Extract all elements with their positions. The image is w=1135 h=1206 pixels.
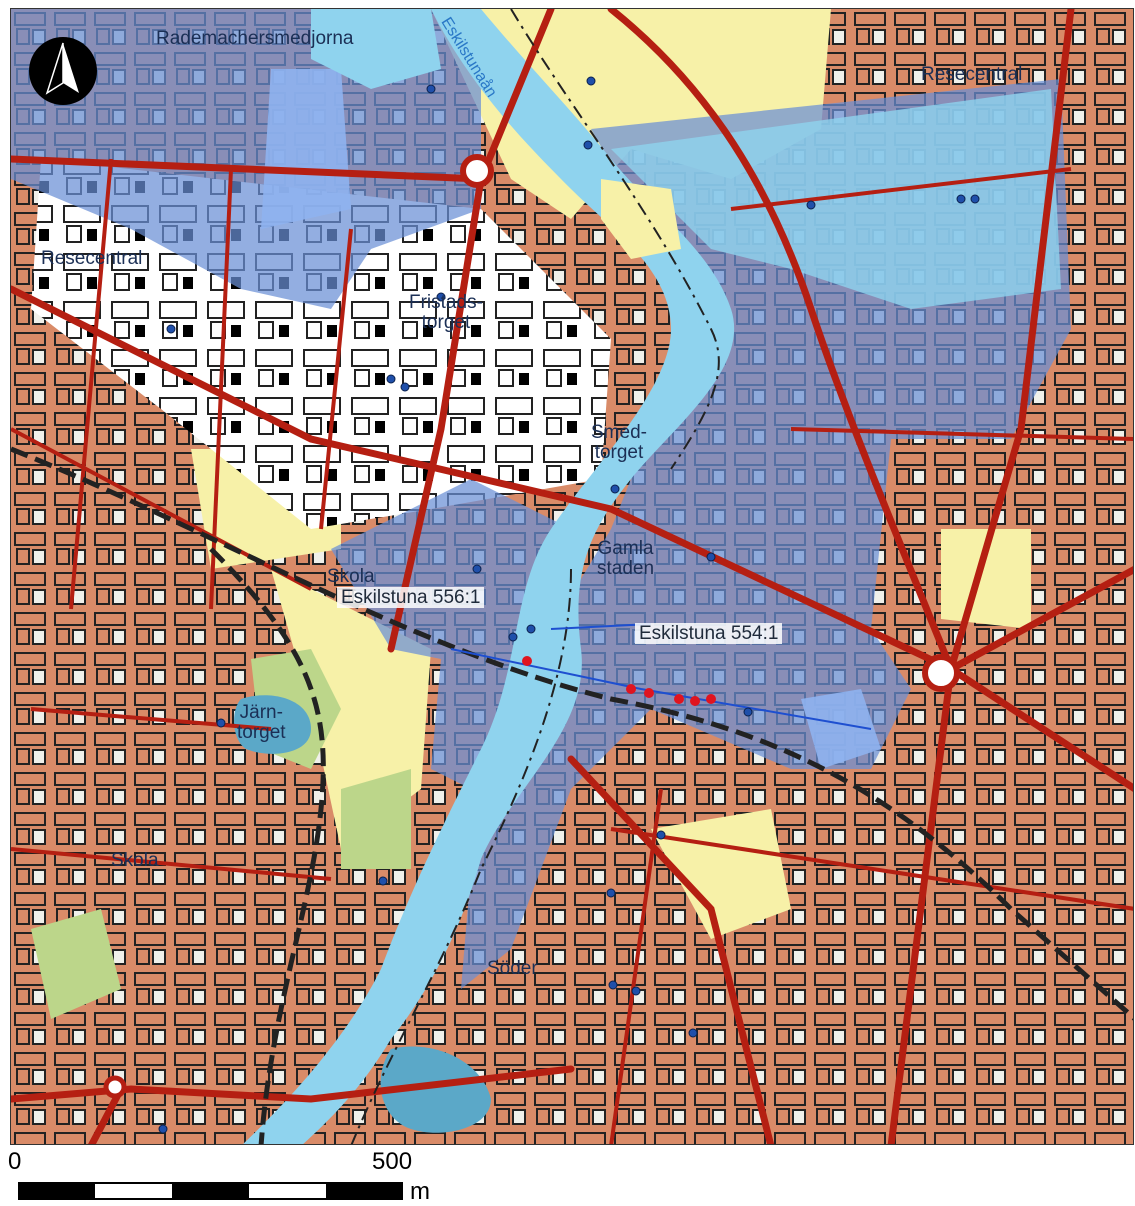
north-arrow-icon (29, 37, 97, 105)
river-pond-south (380, 1046, 491, 1133)
label-gamla-staden: Gamla staden (597, 538, 655, 579)
sample-point[interactable] (522, 656, 532, 666)
label-skola-center: Skola (327, 566, 375, 587)
park-green-sw (31, 909, 121, 1019)
label-soder: Söder (487, 958, 538, 979)
scale-unit: m (410, 1178, 430, 1205)
minor-roads (11, 158, 1133, 1144)
scale-tick-0: 0 (8, 1148, 22, 1175)
river-pond-north (311, 9, 441, 89)
sample-point[interactable] (674, 694, 684, 704)
road-network (11, 9, 1133, 1144)
river-east-basin (611, 89, 1061, 309)
roundabout-east (922, 654, 960, 692)
scale-bar: 0 500 m (0, 1146, 1135, 1205)
sample-point[interactable] (626, 684, 636, 694)
flood-zone-light-east (801, 689, 881, 769)
sample-point[interactable] (706, 694, 716, 704)
label-property-556-1[interactable]: Eskilstuna 556:1 (337, 587, 485, 608)
label-skola-left: Skola (111, 850, 159, 871)
roundabout-north (460, 154, 494, 188)
label-rademachersmedjorna: Rademachersmedjorna (156, 28, 354, 49)
label-property-554-1[interactable]: Eskilstuna 554:1 (635, 623, 783, 644)
well-markers (158, 76, 980, 1134)
scale-tick-500: 500 (372, 1148, 413, 1175)
label-smedjetorget: Smed- torget (591, 422, 647, 463)
sample-point[interactable] (644, 688, 654, 698)
map-canvas[interactable] (11, 9, 1134, 1145)
sample-points[interactable] (522, 656, 716, 706)
property-boundary-north (550, 623, 652, 630)
label-fristadstorget: Fristads- torget (409, 292, 483, 333)
property-boundary (450, 648, 872, 730)
label-jarntorget: Järn- torget (237, 702, 286, 743)
park-green-south (341, 769, 411, 869)
river-pond-jarntorget (234, 695, 311, 754)
map-view[interactable]: Rademachersmedjorna Eskilstunaån Resecen… (10, 8, 1134, 1145)
sample-point[interactable] (690, 696, 700, 706)
scale-bar-graphic (18, 1182, 403, 1200)
railway (11, 9, 1133, 1144)
flood-zone-light (261, 69, 351, 229)
label-resecentral-left: Resecentral (41, 248, 143, 269)
roundabout-south (103, 1075, 127, 1099)
label-resecentral-right: Resecentral (921, 64, 1023, 85)
open-land-east (941, 529, 1031, 629)
